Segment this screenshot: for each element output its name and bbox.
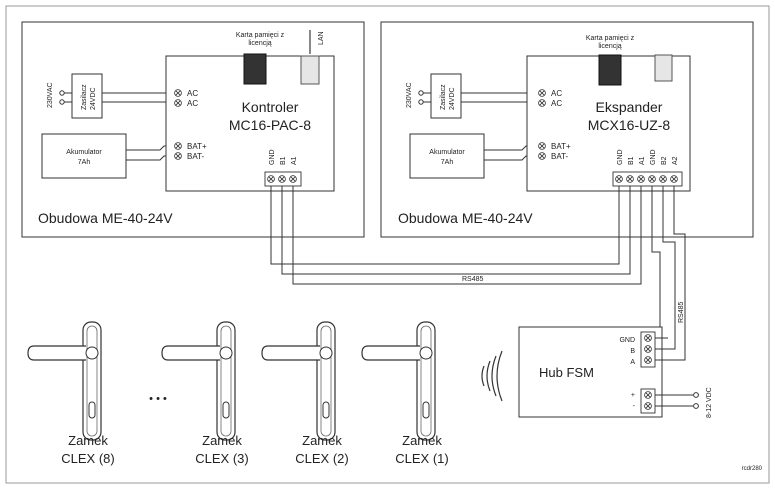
psu-left-ac-terminal-1: [59, 90, 65, 96]
lock-clex-2: Zamek CLEX (2): [261, 321, 349, 466]
lock-clex-1: Zamek CLEX (1): [361, 321, 449, 466]
expander-card-label-2: licencją: [598, 43, 621, 50]
controller-ac-label-1: AC: [187, 89, 198, 98]
controller-ac-label-2: AC: [187, 99, 198, 108]
expander-bat-minus-terminal: [538, 152, 546, 160]
battery-right-name: Akumulator: [429, 149, 465, 156]
rs485-bus-wires: [270, 186, 686, 361]
hub-a-label: A: [630, 359, 635, 366]
expander-name: Ekspander: [596, 99, 663, 115]
controller-pin-label-a1: A1: [291, 156, 298, 165]
lock-label-line2: CLEX (1): [395, 451, 448, 466]
controller-pin-label-gnd: GND: [269, 149, 276, 165]
expander-memory-card-slot: [598, 54, 622, 86]
lock-label-line1: Zamek: [68, 433, 108, 448]
controller-bat-minus-label: BAT-: [187, 152, 205, 161]
expander-pin-label-gnd2: GND: [650, 149, 657, 165]
controller-bat-plus-label: BAT+: [187, 142, 207, 151]
enclosure-right-label: Obudowa ME-40-24V: [398, 210, 533, 226]
controller-card-label-2: licencją: [248, 40, 271, 47]
battery-left: Akumulator 7Ah: [41, 133, 172, 179]
wireless-signal-icon: [481, 350, 503, 402]
controller-model: MC16-PAC-8: [229, 117, 311, 133]
hub-fsm: Hub FSM GND B A + - 8-12 VDC: [518, 326, 713, 418]
psu-right-ac-terminal-1: [418, 90, 424, 96]
psu-right-input-label: 230VAC: [406, 82, 413, 108]
ellipsis: • • •: [149, 393, 167, 405]
expander-ac-label-1: AC: [551, 89, 562, 98]
lan-label: LAN: [318, 31, 325, 45]
controller-ac-terminal-2: [174, 99, 182, 107]
lock-clex-8: Zamek CLEX (8): [27, 321, 115, 466]
expander-ac-terminal-1: [538, 89, 546, 97]
lock-label-line2: CLEX (2): [295, 451, 348, 466]
lan-port: [300, 55, 320, 85]
hub-plus-label: +: [631, 392, 635, 399]
hub-minus-label: -: [633, 403, 636, 410]
expander-model: MCX16-UZ-8: [588, 117, 671, 133]
rs485-horizontal-label: RS485: [462, 276, 484, 283]
psu-right-name: Zasilacz: [440, 84, 447, 110]
hub-supply-terminal-plus: [693, 392, 699, 398]
psu-left-input-label: 230VAC: [47, 82, 54, 108]
expander-ac-terminal-2: [538, 99, 546, 107]
expander-pin-label-b1: B1: [628, 156, 635, 165]
controller-name: Kontroler: [242, 99, 299, 115]
memory-card-slot: [243, 53, 267, 85]
lock-clex-3: Zamek CLEX (3): [161, 321, 249, 466]
psu-right-box: [430, 73, 462, 119]
controller-board: AC AC BAT+ BAT- Kontroler MC16-PAC-8 Kar…: [165, 30, 335, 192]
psu-right-ac-terminal-2: [418, 99, 424, 105]
psu-left: 230VAC Zasilacz 24VDC: [47, 73, 172, 119]
expander-board: AC AC BAT+ BAT- Ekspander MCX16-UZ-8 Kar…: [526, 35, 691, 192]
lock-label-line2: CLEX (3): [195, 451, 248, 466]
controller-ac-terminal-1: [174, 89, 182, 97]
rs485-vertical-label: RS485: [678, 301, 685, 323]
expander-pin-label-b2: B2: [661, 156, 668, 165]
psu-right: 230VAC Zasilacz 24VDC: [406, 73, 534, 119]
expander-bat-plus-terminal: [538, 142, 546, 150]
expander-pin-label-a1: A1: [639, 156, 646, 165]
psu-left-ac-terminal-2: [59, 99, 65, 105]
hub-b-label: B: [630, 348, 635, 355]
expander-pin-label-a2: A2: [672, 156, 679, 165]
psu-left-name: Zasilacz: [81, 84, 88, 110]
expander-port: [654, 54, 673, 82]
expander-ac-label-2: AC: [551, 99, 562, 108]
enclosure-left-label: Obudowa ME-40-24V: [38, 210, 173, 226]
battery-right: Akumulator 7Ah: [409, 133, 534, 179]
hub-name: Hub FSM: [539, 365, 594, 380]
psu-left-voltage: 24VDC: [90, 87, 97, 110]
expander-card-label-1: Karta pamięci z: [586, 35, 635, 42]
hub-gnd-label: GND: [619, 337, 635, 344]
battery-right-capacity: 7Ah: [441, 159, 454, 166]
hub-supply-label: 8-12 VDC: [706, 387, 713, 418]
lock-label-line1: Zamek: [202, 433, 242, 448]
expander-bat-plus-label: BAT+: [551, 142, 571, 151]
hub-supply-terminal-minus: [693, 403, 699, 409]
battery-left-capacity: 7Ah: [78, 159, 91, 166]
expander-bat-minus-label: BAT-: [551, 152, 569, 161]
controller-pin-label-b1: B1: [280, 156, 287, 165]
lock-label-line1: Zamek: [402, 433, 442, 448]
battery-left-name: Akumulator: [66, 149, 102, 156]
controller-card-label-1: Karta pamięci z: [236, 32, 285, 39]
lock-label-line2: CLEX (8): [61, 451, 114, 466]
psu-left-box: [71, 73, 103, 119]
controller-bat-minus-terminal: [174, 152, 182, 160]
lock-label-line1: Zamek: [302, 433, 342, 448]
expander-pin-label-gnd: GND: [617, 149, 624, 165]
controller-bat-plus-terminal: [174, 142, 182, 150]
psu-right-voltage: 24VDC: [449, 87, 456, 110]
figure-code: rcdr280: [742, 466, 763, 472]
